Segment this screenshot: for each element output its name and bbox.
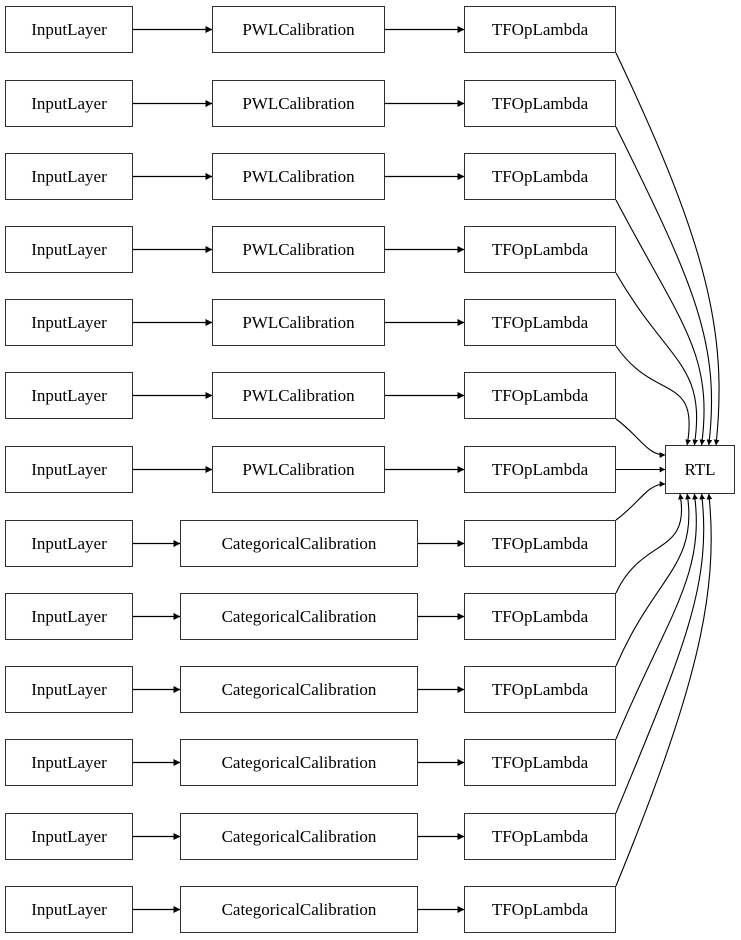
node-categorical-calibration-9[interactable]: CategoricalCalibration [180, 666, 418, 713]
node-pwl-calibration-2-label: PWLCalibration [242, 166, 355, 186]
node-tf-op-lambda-1[interactable]: TFOpLambda [464, 80, 616, 127]
node-categorical-calibration-7[interactable]: CategoricalCalibration [180, 520, 418, 567]
node-tf-op-lambda-12-label: TFOpLambda [491, 899, 589, 919]
node-tf-op-lambda-12[interactable]: TFOpLambda [464, 886, 616, 933]
node-tf-op-lambda-3[interactable]: TFOpLambda [464, 226, 616, 273]
node-pwl-calibration-0-label: PWLCalibration [242, 19, 355, 39]
node-categorical-calibration-8-label: CategoricalCalibration [221, 606, 377, 626]
node-pwl-calibration-5[interactable]: PWLCalibration [212, 372, 385, 419]
node-categorical-calibration-10-label: CategoricalCalibration [221, 752, 377, 772]
node-input-layer-9-label: InputLayer [31, 679, 107, 699]
node-tf-op-lambda-2-label: TFOpLambda [491, 166, 589, 186]
node-categorical-calibration-12[interactable]: CategoricalCalibration [180, 886, 418, 933]
node-input-layer-8[interactable]: InputLayer [5, 593, 133, 640]
node-categorical-calibration-10[interactable]: CategoricalCalibration [180, 739, 418, 786]
node-input-layer-2[interactable]: InputLayer [5, 153, 133, 200]
node-tf-op-lambda-10[interactable]: TFOpLambda [464, 739, 616, 786]
node-tf-op-lambda-11[interactable]: TFOpLambda [464, 813, 616, 860]
node-input-layer-2-label: InputLayer [31, 166, 107, 186]
node-input-layer-3[interactable]: InputLayer [5, 226, 133, 273]
node-pwl-calibration-4[interactable]: PWLCalibration [212, 299, 385, 346]
node-pwl-calibration-3-label: PWLCalibration [242, 239, 355, 259]
node-rtl-label: RTL [684, 459, 716, 479]
node-input-layer-8-label: InputLayer [31, 606, 107, 626]
node-input-layer-7[interactable]: InputLayer [5, 520, 133, 567]
node-categorical-calibration-11-label: CategoricalCalibration [221, 826, 377, 846]
node-rtl[interactable]: RTL [665, 445, 735, 494]
node-categorical-calibration-9-label: CategoricalCalibration [221, 679, 377, 699]
node-tf-op-lambda-5-label: TFOpLambda [491, 385, 589, 405]
node-tf-op-lambda-11-label: TFOpLambda [491, 826, 589, 846]
node-input-layer-10[interactable]: InputLayer [5, 739, 133, 786]
node-tf-op-lambda-1-label: TFOpLambda [491, 93, 589, 113]
node-input-layer-5-label: InputLayer [31, 385, 107, 405]
node-input-layer-11-label: InputLayer [31, 826, 107, 846]
node-input-layer-4[interactable]: InputLayer [5, 299, 133, 346]
node-tf-op-lambda-7-label: TFOpLambda [491, 533, 589, 553]
node-tf-op-lambda-3-label: TFOpLambda [491, 239, 589, 259]
node-input-layer-3-label: InputLayer [31, 239, 107, 259]
node-pwl-calibration-0[interactable]: PWLCalibration [212, 6, 385, 53]
node-pwl-calibration-5-label: PWLCalibration [242, 385, 355, 405]
node-tf-op-lambda-9[interactable]: TFOpLambda [464, 666, 616, 713]
node-tf-op-lambda-5[interactable]: TFOpLambda [464, 372, 616, 419]
node-input-layer-7-label: InputLayer [31, 533, 107, 553]
node-input-layer-1-label: InputLayer [31, 93, 107, 113]
node-tf-op-lambda-0-label: TFOpLambda [491, 19, 589, 39]
node-input-layer-6-label: InputLayer [31, 459, 107, 479]
node-tf-op-lambda-0[interactable]: TFOpLambda [464, 6, 616, 53]
node-pwl-calibration-4-label: PWLCalibration [242, 312, 355, 332]
node-input-layer-12-label: InputLayer [31, 899, 107, 919]
node-tf-op-lambda-8-label: TFOpLambda [491, 606, 589, 626]
node-tf-op-lambda-6[interactable]: TFOpLambda [464, 446, 616, 493]
node-tf-op-lambda-4[interactable]: TFOpLambda [464, 299, 616, 346]
node-input-layer-9[interactable]: InputLayer [5, 666, 133, 713]
node-tf-op-lambda-4-label: TFOpLambda [491, 312, 589, 332]
node-categorical-calibration-12-label: CategoricalCalibration [221, 899, 377, 919]
node-tf-op-lambda-7[interactable]: TFOpLambda [464, 520, 616, 567]
node-input-layer-0[interactable]: InputLayer [5, 6, 133, 53]
node-tf-op-lambda-6-label: TFOpLambda [491, 459, 589, 479]
node-input-layer-6[interactable]: InputLayer [5, 446, 133, 493]
node-tf-op-lambda-2[interactable]: TFOpLambda [464, 153, 616, 200]
node-input-layer-5[interactable]: InputLayer [5, 372, 133, 419]
node-input-layer-4-label: InputLayer [31, 312, 107, 332]
node-categorical-calibration-7-label: CategoricalCalibration [221, 533, 377, 553]
node-categorical-calibration-8[interactable]: CategoricalCalibration [180, 593, 418, 640]
node-input-layer-11[interactable]: InputLayer [5, 813, 133, 860]
node-tf-op-lambda-9-label: TFOpLambda [491, 679, 589, 699]
node-pwl-calibration-1[interactable]: PWLCalibration [212, 80, 385, 127]
node-categorical-calibration-11[interactable]: CategoricalCalibration [180, 813, 418, 860]
node-pwl-calibration-1-label: PWLCalibration [242, 93, 355, 113]
node-pwl-calibration-2[interactable]: PWLCalibration [212, 153, 385, 200]
node-input-layer-1[interactable]: InputLayer [5, 80, 133, 127]
node-input-layer-12[interactable]: InputLayer [5, 886, 133, 933]
node-pwl-calibration-6-label: PWLCalibration [242, 459, 355, 479]
node-input-layer-0-label: InputLayer [31, 19, 107, 39]
node-pwl-calibration-6[interactable]: PWLCalibration [212, 446, 385, 493]
node-input-layer-10-label: InputLayer [31, 752, 107, 772]
node-tf-op-lambda-8[interactable]: TFOpLambda [464, 593, 616, 640]
node-pwl-calibration-3[interactable]: PWLCalibration [212, 226, 385, 273]
node-tf-op-lambda-10-label: TFOpLambda [491, 752, 589, 772]
